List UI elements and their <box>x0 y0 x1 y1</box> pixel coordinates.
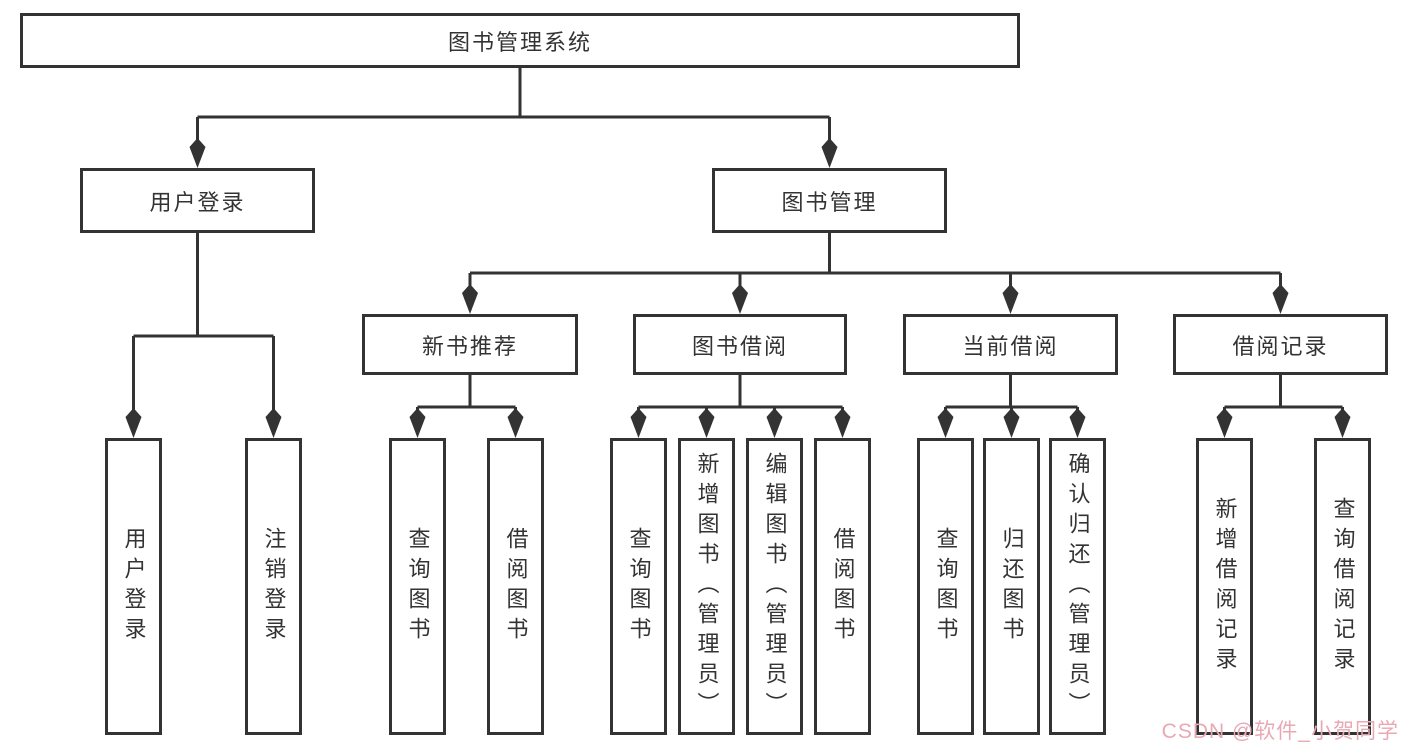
node-label: 借阅图书 <box>503 526 529 647</box>
node-library-system: 图书管理系统 <box>20 13 1020 68</box>
node-leaf-borrow-books-borrow: 借阅图书 <box>814 438 871 735</box>
node-label: 查询图书 <box>626 526 652 647</box>
node-leaf-add-borrow-record: 新增借阅记录 <box>1196 438 1253 735</box>
node-label: 新增图书（管理员） <box>694 451 720 722</box>
node-book-borrow: 图书借阅 <box>633 314 847 375</box>
node-leaf-borrow-books-recommend: 借阅图书 <box>487 438 544 735</box>
node-label: 编辑图书（管理员） <box>762 451 788 722</box>
node-new-book-recommend: 新书推荐 <box>362 314 578 375</box>
node-label: 新书推荐 <box>421 333 518 359</box>
node-label: 查询图书 <box>933 526 959 647</box>
node-leaf-query-books-borrow: 查询图书 <box>610 438 667 735</box>
node-label: 注销登录 <box>261 526 287 647</box>
node-label: 借阅图书 <box>830 526 856 647</box>
node-leaf-add-book-admin: 新增图书（管理员） <box>678 438 735 735</box>
node-leaf-query-borrow-record: 查询借阅记录 <box>1314 438 1371 735</box>
node-label: 借阅记录 <box>1232 333 1329 359</box>
node-label: 用户登录 <box>121 526 147 647</box>
node-leaf-confirm-return-admin: 确认归还（管理员） <box>1049 438 1106 735</box>
csdn-watermark: CSDN @软件_小贺同学 <box>1161 720 1399 743</box>
node-label: 新增借阅记录 <box>1212 496 1238 677</box>
node-label: 图书管理系统 <box>447 29 592 55</box>
node-leaf-query-books-current: 查询图书 <box>917 438 974 735</box>
node-label: 用户登录 <box>149 189 246 215</box>
node-label: 图书借阅 <box>691 333 788 359</box>
node-label: 归还图书 <box>999 526 1025 647</box>
node-label: 查询图书 <box>405 526 431 647</box>
node-leaf-user-login: 用户登录 <box>105 438 162 735</box>
node-current-borrow: 当前借阅 <box>903 314 1118 375</box>
node-borrow-records: 借阅记录 <box>1173 314 1388 375</box>
node-label: 确认归还（管理员） <box>1065 451 1091 722</box>
node-leaf-edit-book-admin: 编辑图书（管理员） <box>746 438 803 735</box>
node-leaf-query-books-recommend: 查询图书 <box>389 438 446 735</box>
node-label: 当前借阅 <box>962 333 1059 359</box>
node-label: 图书管理 <box>781 189 878 215</box>
node-book-management: 图书管理 <box>712 168 947 233</box>
node-user-login: 用户登录 <box>80 168 315 233</box>
node-label: 查询借阅记录 <box>1330 496 1356 677</box>
node-leaf-logout: 注销登录 <box>245 438 302 735</box>
node-leaf-return-book: 归还图书 <box>983 438 1040 735</box>
